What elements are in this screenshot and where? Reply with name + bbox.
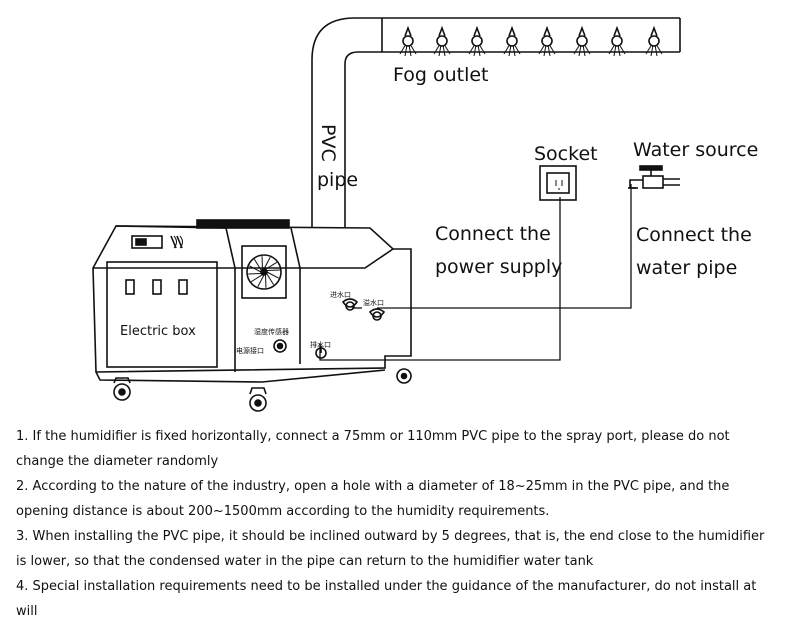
- fog-nozzle-icon: [503, 25, 521, 57]
- faucet-icon: [628, 165, 680, 189]
- note-item: 4. Special installation requirements nee…: [16, 579, 757, 619]
- installation-diagram: Fog outlet PVC pipe Socket Water source …: [92, 17, 758, 412]
- fog-nozzle-icon: [433, 25, 451, 57]
- installation-notes: 1. If the humidifier is fixed horizontal…: [16, 424, 778, 624]
- connect-water-label-line1: Connect the: [636, 224, 752, 246]
- pvc-vertical-label: PVC: [317, 124, 339, 162]
- socket-label: Socket: [534, 143, 598, 165]
- power-port-label: 电源接口: [236, 346, 264, 355]
- fog-nozzles: [399, 25, 663, 57]
- fog-nozzle-icon: [538, 25, 556, 57]
- connect-power-label-line1: Connect the: [435, 223, 551, 245]
- drain-port-label: 排水口: [310, 340, 331, 349]
- pvc-pipe: [311, 17, 681, 228]
- connect-water-label-line2: water pipe: [636, 257, 737, 279]
- pvc-pipe-label: pipe: [317, 169, 358, 191]
- fog-outlet-label: Fog outlet: [393, 64, 489, 86]
- fog-nozzle-icon: [468, 25, 486, 57]
- inlet-port-label: 进水口: [330, 290, 351, 299]
- socket-icon: [539, 165, 577, 201]
- note-item: 2. According to the nature of the indust…: [16, 479, 730, 519]
- humidifier-machine: [92, 219, 412, 412]
- fog-nozzle-icon: [645, 25, 663, 57]
- note-item: 1. If the humidifier is fixed horizontal…: [16, 429, 730, 469]
- electric-box-label: Electric box: [120, 324, 196, 339]
- fog-nozzle-icon: [399, 25, 417, 57]
- fog-nozzle-icon: [573, 25, 591, 57]
- connect-power-label-line2: power supply: [435, 256, 562, 278]
- note-item: 3. When installing the PVC pipe, it shou…: [16, 529, 765, 569]
- fog-nozzle-icon: [608, 25, 626, 57]
- water-source-label: Water source: [633, 139, 758, 161]
- humidity-sensor-label: 湿度传感器: [254, 327, 289, 336]
- overflow-port-label: 溢水口: [363, 298, 384, 307]
